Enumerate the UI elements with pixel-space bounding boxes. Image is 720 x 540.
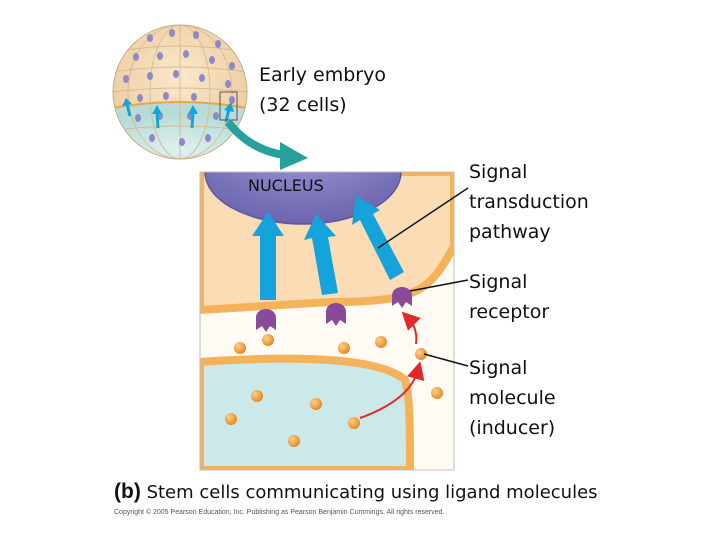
receptors (256, 287, 412, 332)
early-embryo-label: Early embryo (32 cells) (259, 64, 386, 116)
figure-caption: (b) Stem cells communicating using ligan… (114, 480, 598, 504)
early-embryo (112, 24, 248, 160)
responding-cell (200, 354, 414, 470)
zoom-arrow (224, 119, 308, 170)
signal-molecules (225, 334, 443, 447)
copyright-notice: Copyright © 2005 Pearson Education, Inc.… (114, 509, 445, 516)
nucleus-label: NUCLEUS (248, 176, 324, 195)
inducer-arrows (359, 311, 425, 419)
caption-text: Stem cells communicating using ligand mo… (146, 482, 598, 503)
signal-transduction-label: Signal transduction pathway (469, 161, 589, 243)
signal-receptor-label: Signal receptor (469, 271, 550, 323)
caption-part-letter: (b) (114, 480, 141, 503)
signal-molecule-label: Signal molecule (inducer) (469, 357, 556, 439)
transduction-arrows (252, 196, 404, 300)
nucleus (204, 172, 402, 225)
magnified-panel (200, 172, 454, 470)
leader-lines (377, 187, 469, 367)
